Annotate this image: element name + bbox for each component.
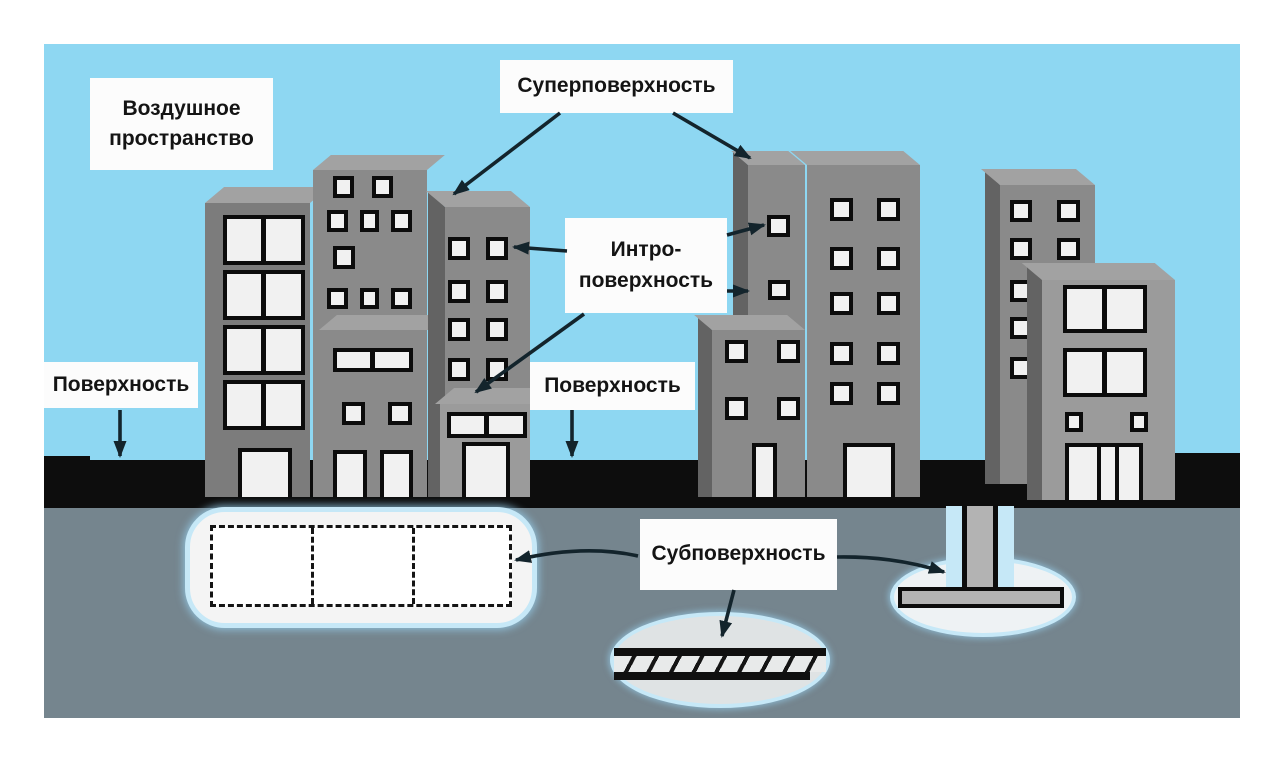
- window: [830, 342, 853, 365]
- window: [877, 382, 900, 405]
- label-supersurface: Суперповерхность: [500, 60, 733, 113]
- window: [360, 288, 379, 309]
- window: [877, 247, 900, 270]
- window: [342, 402, 365, 425]
- door: [333, 450, 367, 497]
- label-surface-mid-text: Поверхность: [544, 373, 681, 397]
- window: [327, 288, 348, 309]
- label-supersurface-text: Суперповерхность: [517, 74, 716, 98]
- window: [1057, 238, 1080, 260]
- underground-vault: [210, 525, 512, 607]
- window: [1010, 200, 1032, 222]
- window: [448, 237, 470, 260]
- building-g-roof: [694, 315, 805, 330]
- window: [1063, 285, 1147, 333]
- building-h-roof: [790, 151, 920, 165]
- window: [391, 288, 412, 309]
- window: [830, 247, 853, 270]
- foundation-footing: [898, 587, 1064, 608]
- window: [486, 280, 508, 303]
- window: [223, 325, 305, 375]
- window: [333, 348, 413, 372]
- building-j-roof: [1021, 263, 1175, 280]
- pipe-bottom-wall: [614, 672, 810, 680]
- window: [486, 318, 508, 341]
- window: [448, 358, 470, 381]
- door: [380, 450, 413, 497]
- building-j-side: [1027, 263, 1042, 500]
- window: [777, 397, 800, 420]
- building-g: [694, 315, 805, 497]
- window: [486, 358, 508, 381]
- window: [333, 176, 354, 198]
- window: [448, 280, 470, 303]
- building-h-face: [807, 165, 920, 497]
- window: [767, 215, 790, 237]
- label-airspace: Воздушное пространство: [90, 78, 273, 170]
- building-d-roof: [425, 191, 530, 207]
- window: [388, 402, 412, 425]
- window: [830, 292, 853, 315]
- window: [830, 198, 853, 221]
- foundation-column: [962, 506, 998, 592]
- window: [223, 380, 305, 430]
- window: [223, 215, 305, 265]
- window: [877, 342, 900, 365]
- label-introsurface-text: Интро-поверхность: [578, 238, 714, 292]
- window: [372, 176, 393, 198]
- diagram-canvas: Воздушное пространство Суперповерхность …: [44, 44, 1240, 718]
- door: [238, 448, 292, 497]
- window: [486, 237, 508, 260]
- vault-divider: [311, 528, 314, 604]
- building-b-roof: [313, 155, 445, 170]
- window: [877, 198, 900, 221]
- label-introsurface: Интро-поверхность: [565, 218, 727, 313]
- label-airspace-text: Воздушное пространство: [109, 96, 254, 150]
- building-j: [1021, 263, 1175, 500]
- surface-bump-left: [44, 456, 90, 462]
- surface-bump-right: [1172, 453, 1240, 462]
- window: [327, 210, 348, 232]
- window: [223, 270, 305, 320]
- label-subsurface: Субповерхность: [640, 519, 837, 590]
- window: [447, 412, 527, 438]
- building-e: [435, 388, 553, 497]
- window: [777, 340, 800, 363]
- window: [333, 246, 355, 269]
- building-h: [790, 151, 920, 497]
- pipe-top-wall: [614, 648, 826, 656]
- window: [1130, 412, 1148, 432]
- door: [462, 442, 510, 497]
- window: [725, 340, 748, 363]
- window: [448, 318, 470, 341]
- window: [768, 280, 790, 300]
- door: [843, 443, 895, 497]
- building-a: [205, 187, 330, 497]
- label-surface-mid: Поверхность: [530, 362, 695, 410]
- window: [1057, 200, 1080, 222]
- window: [391, 210, 412, 232]
- building-g-side: [698, 315, 712, 497]
- arrow-supersurface-left-roof: [452, 111, 562, 196]
- building-i-side: [985, 169, 1000, 484]
- window: [830, 382, 853, 405]
- window: [725, 397, 748, 420]
- pipe-hatched-body: [614, 656, 826, 672]
- window: [360, 210, 379, 232]
- door: [752, 443, 777, 497]
- label-subsurface-text: Субповерхность: [651, 542, 826, 566]
- building-a-roof: [205, 187, 330, 203]
- window: [1063, 348, 1147, 397]
- label-surface-left-text: Поверхность: [52, 372, 190, 396]
- vault-divider: [412, 528, 415, 604]
- window: [1010, 238, 1032, 260]
- building-i-roof: [980, 169, 1095, 185]
- window: [877, 292, 900, 315]
- window: [1065, 412, 1083, 432]
- building-c: [319, 315, 447, 497]
- label-surface-left: Поверхность: [44, 362, 198, 408]
- door: [1065, 443, 1143, 500]
